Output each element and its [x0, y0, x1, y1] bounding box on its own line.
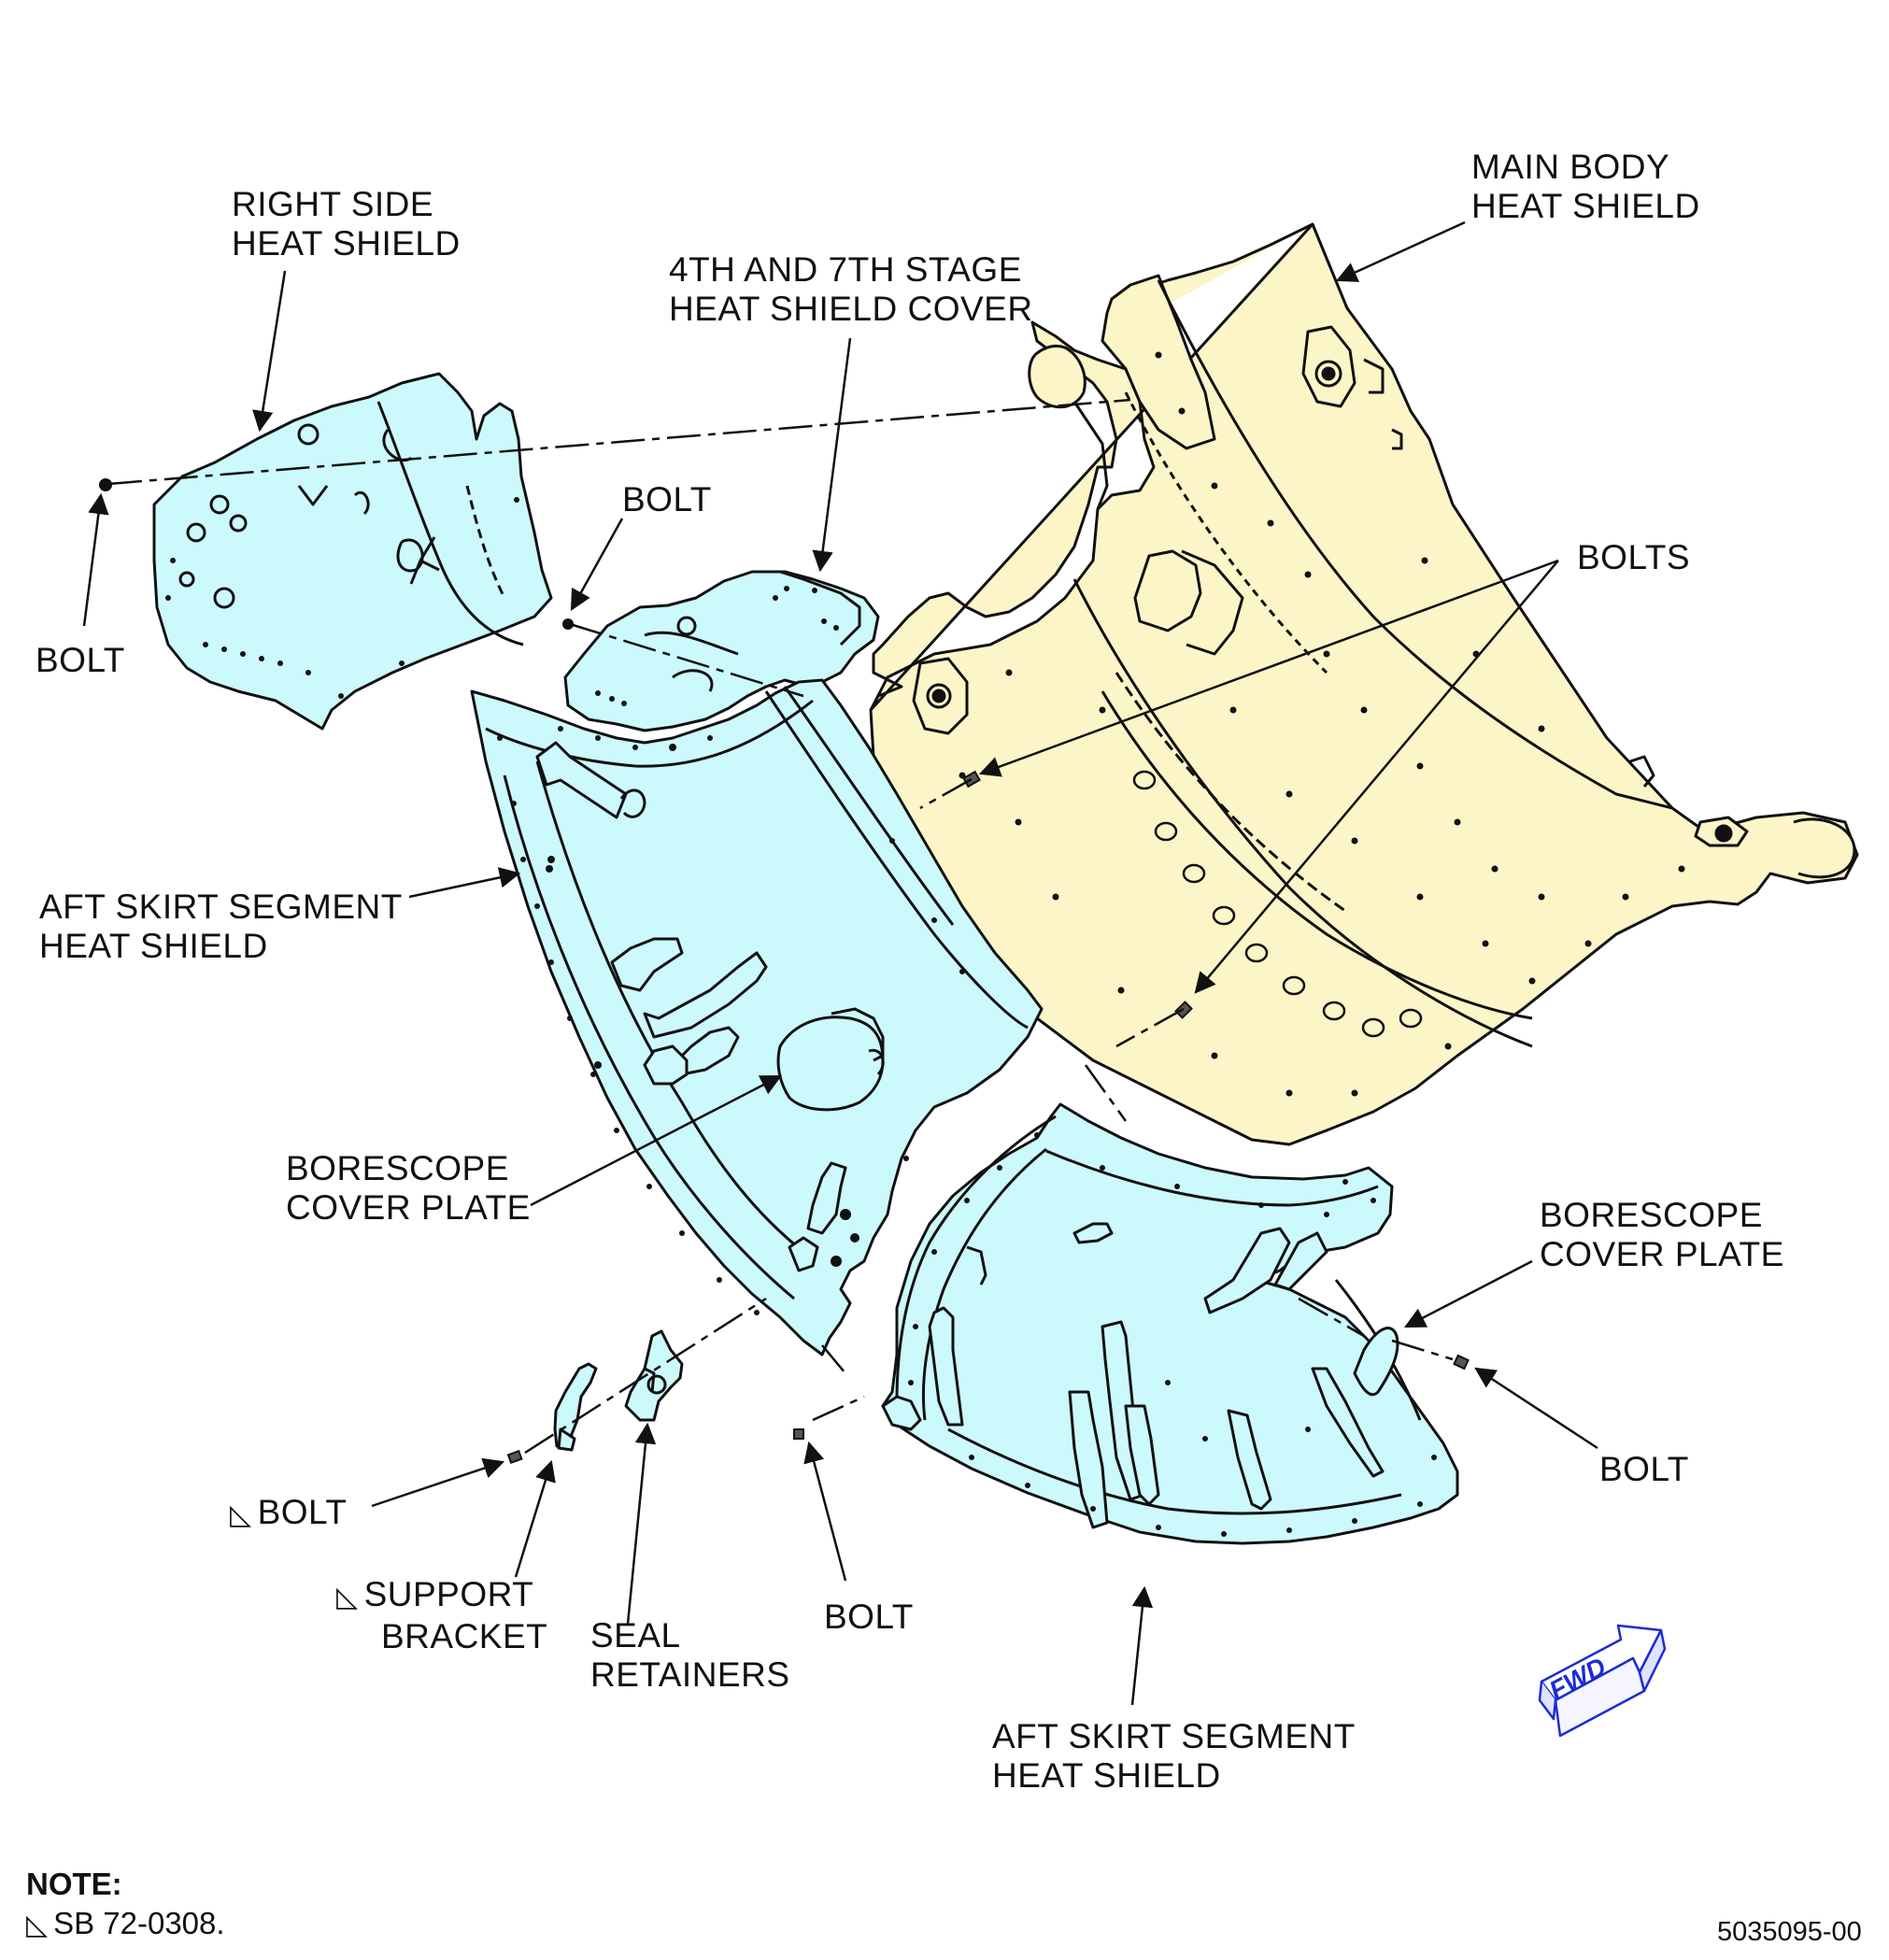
label-line: HEAT SHIELD [992, 1756, 1221, 1795]
label-line: BOLT [257, 1493, 348, 1531]
delta-triangle-icon: ◺ [26, 1910, 49, 1940]
note-text: ◺SB 72-0308. [26, 1906, 225, 1941]
label-line: RETAINERS [590, 1655, 790, 1694]
aft-skirt-bottom-shape [881, 1102, 1459, 1545]
right-side-heat-shield [152, 372, 553, 731]
callout-aft-skirt-left: AFT SKIRT SEGMENT HEAT SHIELD [39, 888, 403, 966]
label-line: SEAL [590, 1616, 681, 1655]
label-line: HEAT SHIELD [232, 224, 461, 263]
callout-stage-cover: 4TH AND 7TH STAGE HEAT SHIELD COVER [669, 250, 1033, 329]
label-line: SUPPORT [363, 1575, 534, 1613]
assembly-lines [107, 398, 1454, 1455]
callout-main-body-heat-shield: MAIN BODY HEAT SHIELD [1471, 148, 1700, 226]
leader-lines [82, 220, 1598, 1706]
label-line: HEAT SHIELD [39, 927, 268, 965]
note-title: NOTE: [26, 1867, 122, 1901]
label-line: MAIN BODY [1471, 148, 1670, 186]
label-line: BRACKET [381, 1617, 548, 1655]
label-line: 4TH AND 7TH STAGE [669, 250, 1022, 289]
label-line: AFT SKIRT SEGMENT [39, 888, 403, 926]
label-line: BOLTS [1577, 538, 1691, 576]
callout-aft-skirt-bottom: AFT SKIRT SEGMENT HEAT SHIELD [992, 1717, 1356, 1796]
delta-triangle-icon: ◺ [336, 1582, 359, 1612]
borescope-plate-center [776, 1016, 885, 1112]
aft-skirt-segment-left [470, 678, 1044, 1356]
seal-retainers [624, 1329, 684, 1422]
callout-right-side-heat-shield: RIGHT SIDE HEAT SHIELD [232, 185, 461, 263]
callout-bolt-center: BOLT [622, 480, 712, 519]
label-line: BOLT [622, 480, 712, 518]
label-line: COVER PLATE [286, 1188, 531, 1227]
callout-bolts-right: BOLTS [1577, 538, 1690, 577]
right-side-shield-shape [152, 372, 553, 731]
callout-bolt-lower-center: BOLT [824, 1598, 914, 1637]
label-line: BOLT [36, 641, 125, 679]
callout-borescope-right: BORESCOPE COVER PLATE [1540, 1196, 1784, 1274]
main-body-heat-shield [869, 222, 1859, 1146]
main-body-shape [869, 222, 1859, 1146]
figure-number: 5035095-00 [1717, 1917, 1862, 1947]
label-line: HEAT SHIELD [1471, 187, 1700, 225]
callout-bolt-lower-right: BOLT [1599, 1450, 1689, 1489]
callout-seal-retainers: SEAL RETAINERS [590, 1616, 790, 1695]
stage-cover-shape [563, 570, 880, 732]
aft-skirt-segment-bottom [881, 1102, 1459, 1545]
delta-triangle-icon: ◺ [230, 1499, 252, 1530]
label-line: BOLT [1599, 1450, 1689, 1488]
callout-support-bracket: ◺SUPPORT BRACKET [336, 1575, 547, 1656]
support-bracket [553, 1362, 598, 1452]
callout-borescope-center: BORESCOPE COVER PLATE [286, 1149, 531, 1228]
fwd-arrow-icon [1538, 1624, 1667, 1738]
label-line: HEAT SHIELD COVER [669, 290, 1033, 328]
callout-bolt-lower-left: ◺BOLT [230, 1493, 347, 1535]
label-line: AFT SKIRT SEGMENT [992, 1717, 1356, 1755]
label-line: BORESCOPE [286, 1149, 509, 1187]
label-line: BORESCOPE [1540, 1196, 1763, 1234]
label-line: RIGHT SIDE [232, 185, 434, 223]
note-text-value: SB 72-0308. [53, 1906, 225, 1940]
label-line: COVER PLATE [1540, 1235, 1784, 1273]
borescope-plate-right [1353, 1327, 1399, 1396]
callout-bolt-top-left: BOLT [36, 641, 125, 680]
stage-heat-shield-cover [563, 570, 880, 732]
label-line: BOLT [824, 1598, 914, 1636]
